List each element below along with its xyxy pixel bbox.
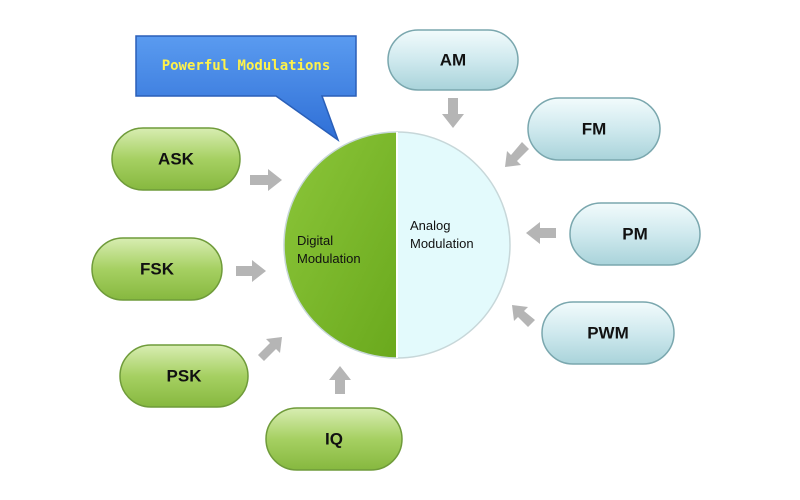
analog-label-line1: Analog	[410, 218, 450, 233]
arrow-icon	[329, 366, 351, 394]
analog-label-line2: Modulation	[410, 236, 474, 251]
callout-title: Powerful Modulations	[162, 58, 331, 74]
arrow-icon	[526, 222, 556, 244]
arrow-icon	[505, 142, 529, 167]
digital-pill-ask: ASK	[111, 127, 241, 191]
digital-label-line1: Digital	[297, 233, 333, 248]
arrow-icon	[236, 260, 266, 282]
callout-bubble	[135, 35, 357, 143]
callout: Powerful Modulations	[135, 35, 357, 143]
analog-pill-fm: FM	[527, 97, 661, 161]
digital-pill-psk: PSK	[119, 344, 249, 408]
digital-label-line2: Modulation	[297, 251, 361, 266]
pill-label-psk: PSK	[167, 366, 203, 385]
arrows	[236, 98, 556, 394]
analog-pill-pwm: PWM	[541, 301, 675, 365]
pill-label-fm: FM	[582, 119, 607, 138]
digital-pill-fsk: FSK	[91, 237, 223, 301]
analog-pill-pm: PM	[569, 202, 701, 266]
pill-label-ask: ASK	[158, 149, 195, 168]
pill-label-am: AM	[440, 50, 466, 69]
center-circle: Digital Modulation Analog Modulation	[283, 131, 511, 359]
digital-half	[284, 132, 397, 358]
arrow-icon	[250, 169, 282, 191]
arrow-icon	[258, 337, 282, 361]
analog-pill-am: AM	[387, 29, 519, 91]
pill-label-pm: PM	[622, 224, 648, 243]
pill-label-iq: IQ	[325, 429, 343, 448]
arrow-icon	[512, 305, 535, 327]
digital-pill-iq: IQ	[265, 407, 403, 471]
arrow-icon	[442, 98, 464, 128]
pill-label-fsk: FSK	[140, 259, 175, 278]
pill-label-pwm: PWM	[587, 323, 629, 342]
analog-half	[397, 132, 510, 358]
